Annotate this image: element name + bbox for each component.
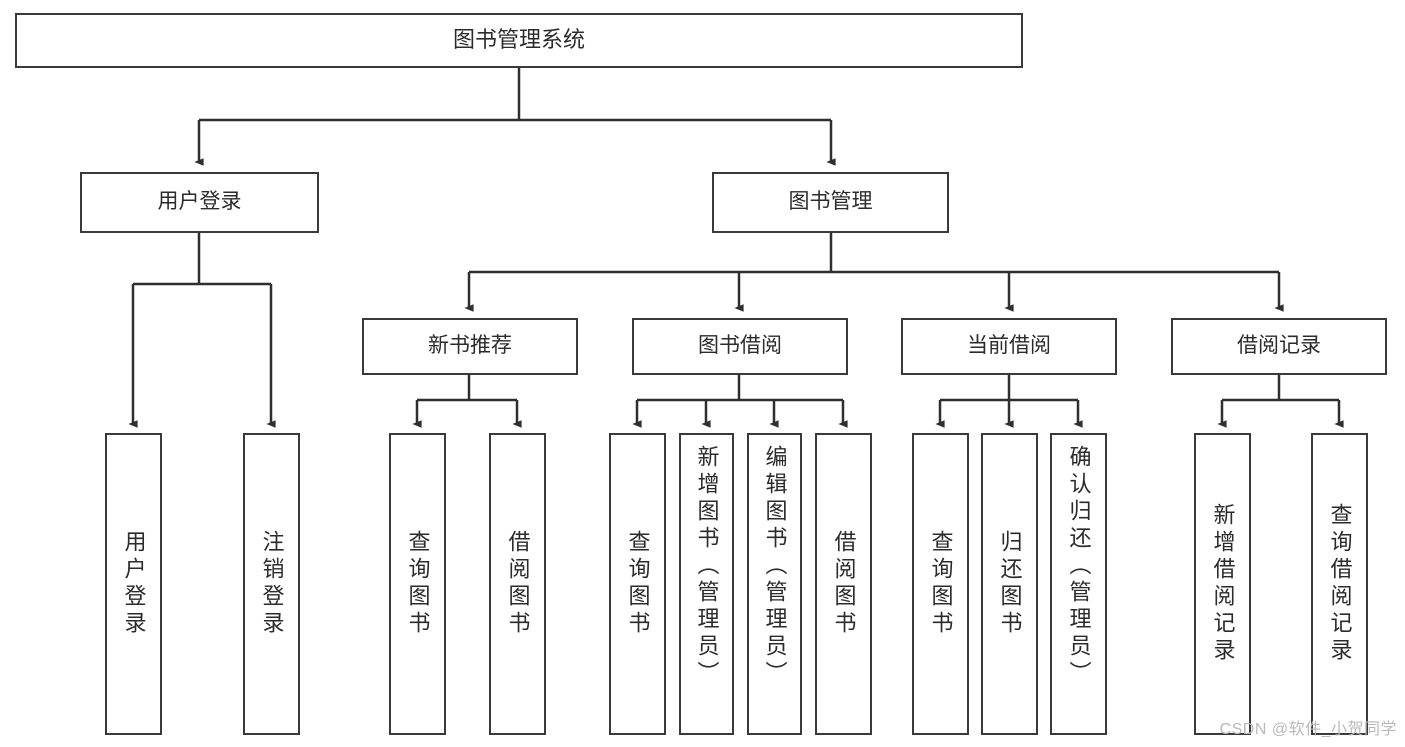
node-leaf-borrow-book-1-label: 借阅图书 (505, 530, 531, 638)
node-leaf-query-record[interactable]: 查询借阅记录 (1311, 433, 1368, 735)
node-borrow-record[interactable]: 借阅记录 (1171, 318, 1387, 375)
node-leaf-edit-book-label: 编辑图书（管理员） (762, 445, 788, 688)
node-leaf-query-book-2[interactable]: 查询图书 (609, 433, 666, 735)
node-root[interactable]: 图书管理系统 (15, 13, 1023, 68)
node-leaf-query-book-1-label: 查询图书 (405, 530, 431, 638)
node-leaf-query-book-1[interactable]: 查询图书 (389, 433, 446, 735)
node-leaf-borrow-book-1[interactable]: 借阅图书 (489, 433, 546, 735)
node-leaf-confirm-return-label: 确认归还（管理员） (1066, 445, 1092, 688)
node-leaf-query-book-2-label: 查询图书 (625, 530, 651, 638)
node-borrow-record-label: 借阅记录 (1237, 334, 1321, 358)
node-leaf-user-logout[interactable]: 注销登录 (243, 433, 300, 735)
node-leaf-edit-book[interactable]: 编辑图书（管理员） (747, 433, 802, 735)
node-current-borrow-label: 当前借阅 (967, 334, 1051, 358)
node-leaf-query-record-label: 查询借阅记录 (1327, 503, 1353, 665)
node-leaf-user-login[interactable]: 用户登录 (105, 433, 162, 735)
node-user-login[interactable]: 用户登录 (80, 172, 319, 233)
node-book-borrow[interactable]: 图书借阅 (632, 318, 848, 375)
node-leaf-query-book-3[interactable]: 查询图书 (912, 433, 969, 735)
node-book-management[interactable]: 图书管理 (712, 172, 949, 233)
watermark-text: CSDN @软件_小贺同学 (1219, 721, 1397, 738)
node-leaf-add-book-label: 新增图书（管理员） (694, 445, 720, 688)
node-leaf-query-book-3-label: 查询图书 (928, 530, 954, 638)
node-new-book-recommend[interactable]: 新书推荐 (362, 318, 578, 375)
node-new-book-recommend-label: 新书推荐 (428, 334, 512, 358)
node-leaf-add-record[interactable]: 新增借阅记录 (1194, 433, 1251, 735)
node-leaf-return-book-label: 归还图书 (997, 530, 1023, 638)
node-current-borrow[interactable]: 当前借阅 (901, 318, 1117, 375)
node-leaf-user-logout-label: 注销登录 (259, 530, 285, 638)
node-leaf-confirm-return[interactable]: 确认归还（管理员） (1050, 433, 1107, 735)
node-leaf-user-login-label: 用户登录 (121, 530, 147, 638)
node-leaf-return-book[interactable]: 归还图书 (981, 433, 1038, 735)
node-root-label: 图书管理系统 (452, 27, 585, 53)
node-leaf-borrow-book-2[interactable]: 借阅图书 (815, 433, 872, 735)
node-leaf-borrow-book-2-label: 借阅图书 (831, 530, 857, 638)
node-user-login-label: 用户登录 (157, 190, 242, 214)
node-book-management-label: 图书管理 (788, 190, 873, 214)
node-leaf-add-record-label: 新增借阅记录 (1210, 503, 1236, 665)
node-leaf-add-book[interactable]: 新增图书（管理员） (679, 433, 734, 735)
node-book-borrow-label: 图书借阅 (698, 334, 782, 358)
